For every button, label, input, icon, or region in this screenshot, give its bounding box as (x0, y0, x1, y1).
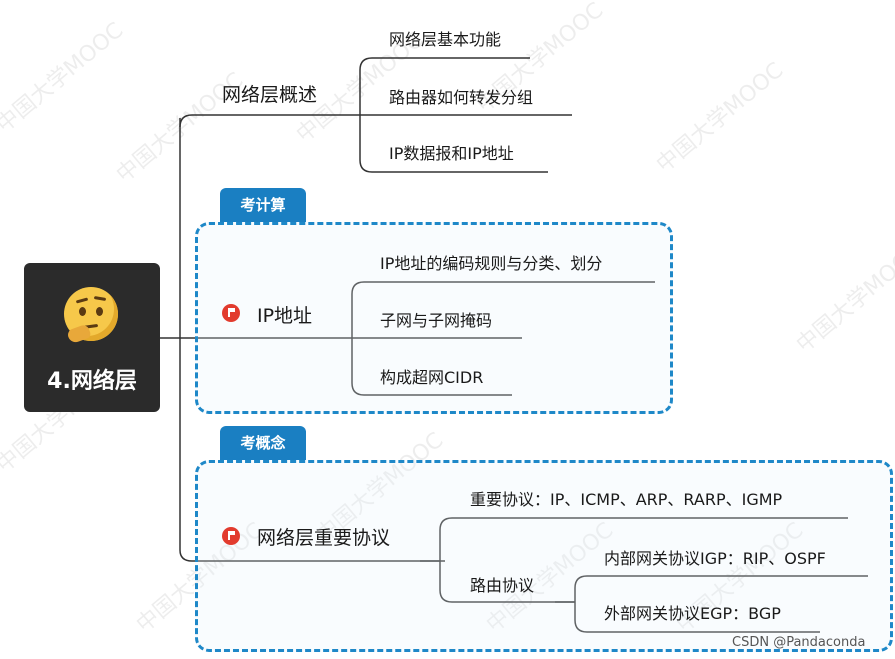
protocols-node[interactable]: 网络层重要协议 (257, 527, 391, 549)
protocols-group-box (195, 460, 893, 652)
flag-icon (222, 527, 240, 545)
egp-child[interactable]: 外部网关协议EGP：BGP (604, 604, 781, 623)
overview-child-2[interactable]: 路由器如何转发分组 (389, 88, 534, 107)
ip-node[interactable]: IP地址 (257, 305, 313, 327)
credit-label: CSDN @Pandaconda (732, 635, 866, 650)
ip-group-box (195, 222, 673, 414)
ip-child-3[interactable]: 构成超网CIDR (380, 368, 484, 387)
root-node[interactable]: 4.网络层 (24, 263, 160, 412)
important-protocols[interactable]: 重要协议：IP、ICMP、ARP、RARP、IGMP (470, 490, 783, 509)
overview-node[interactable]: 网络层概述 (222, 84, 318, 106)
thinking-face-icon (64, 287, 118, 345)
ip-child-2[interactable]: 子网与子网掩码 (380, 311, 493, 330)
routing-protocols-node[interactable]: 路由协议 (470, 576, 535, 595)
ip-child-1[interactable]: IP地址的编码规则与分类、划分 (380, 254, 603, 273)
ip-tag: 考计算 (220, 188, 306, 222)
overview-child-1[interactable]: 网络层基本功能 (389, 30, 502, 49)
igp-child[interactable]: 内部网关协议IGP：RIP、OSPF (604, 549, 826, 568)
overview-child-3[interactable]: IP数据报和IP地址 (389, 144, 514, 163)
root-label: 4.网络层 (47, 369, 137, 394)
flag-icon (222, 304, 240, 322)
protocols-tag: 考概念 (220, 426, 306, 460)
